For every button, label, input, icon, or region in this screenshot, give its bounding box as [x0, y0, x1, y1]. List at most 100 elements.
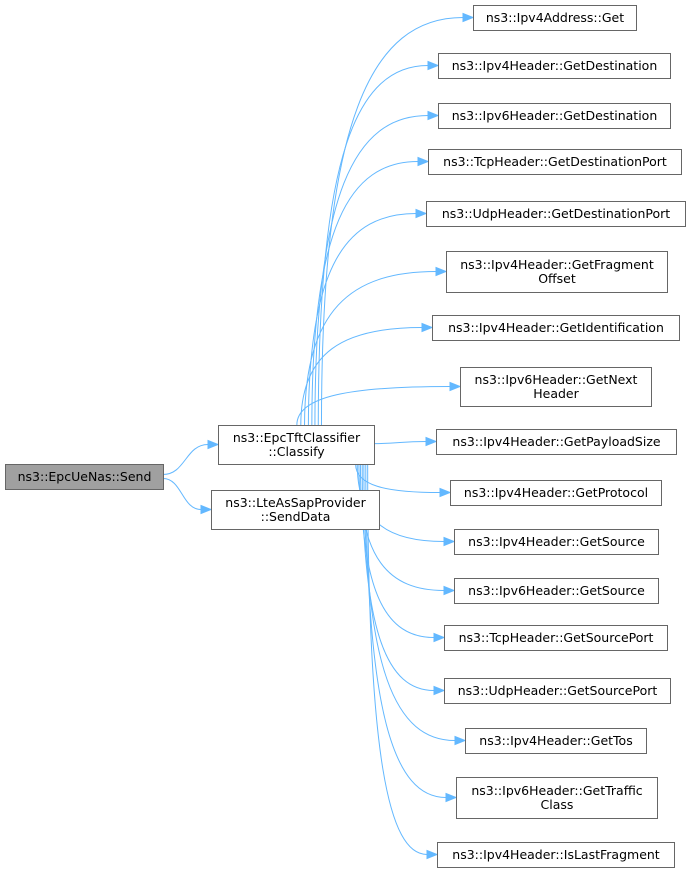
node-n05[interactable]: ns3::UdpHeader::GetDestinationPort: [426, 201, 686, 227]
node-box: [428, 149, 682, 175]
node-label: ns3::Ipv4Header::IsLastFragment: [452, 847, 660, 862]
node-label: ::SendData: [261, 509, 331, 524]
arrowhead-icon: [427, 60, 440, 71]
node-n17[interactable]: ns3::Ipv4Header::IsLastFragment: [437, 842, 675, 868]
node-senddata[interactable]: ns3::LteAsSapProvider::SendData: [211, 490, 380, 530]
node-n13[interactable]: ns3::TcpHeader::GetSourcePort: [444, 625, 668, 651]
edge-classify-to-n16: [365, 463, 447, 798]
node-label: Class: [541, 797, 574, 812]
arrowhead-icon: [443, 585, 456, 596]
arrowhead-icon: [417, 156, 430, 167]
arrowhead-icon: [454, 735, 467, 746]
node-box: [454, 578, 659, 604]
arrowhead-icon: [207, 439, 220, 450]
edges-layer: [162, 12, 475, 860]
edge-classify-to-n06: [304, 271, 437, 426]
node-box: [5, 464, 164, 490]
edge-classify-to-n10: [355, 463, 441, 493]
node-classify[interactable]: ns3::EpcTftClassifier::Classify: [218, 425, 375, 465]
node-label: ns3::UdpHeader::GetSourcePort: [458, 683, 658, 698]
node-box: [454, 529, 659, 555]
node-label: ns3::UdpHeader::GetDestinationPort: [442, 206, 670, 221]
node-label: ns3::Ipv4Header::GetFragment: [460, 257, 654, 272]
edge-send-to-classify: [162, 444, 209, 475]
node-label: Offset: [538, 271, 576, 286]
arrowhead-icon: [449, 381, 462, 392]
node-n04[interactable]: ns3::TcpHeader::GetDestinationPort: [428, 149, 682, 175]
node-box: [438, 103, 671, 129]
node-label: ns3::Ipv4Header::GetTos: [479, 733, 632, 748]
node-label: ns3::Ipv4Header::GetSource: [468, 534, 645, 549]
node-label: ns3::Ipv4Header::GetProtocol: [464, 485, 648, 500]
arrowhead-icon: [445, 792, 458, 803]
node-label: ::Classify: [268, 444, 325, 459]
node-n01[interactable]: ns3::Ipv4Address::Get: [473, 5, 637, 31]
node-label: ns3::EpcUeNas::Send: [18, 469, 152, 484]
node-n14[interactable]: ns3::UdpHeader::GetSourcePort: [444, 678, 671, 704]
node-label: ns3::Ipv4Header::GetIdentification: [448, 320, 664, 335]
node-box: [460, 367, 652, 407]
arrowhead-icon: [426, 849, 439, 860]
arrowhead-icon: [421, 322, 434, 333]
edge-classify-to-n02: [317, 65, 429, 426]
node-box: [437, 842, 675, 868]
node-n12[interactable]: ns3::Ipv6Header::GetSource: [454, 578, 659, 604]
node-box: [450, 480, 662, 506]
edge-classify-to-n09: [373, 441, 427, 445]
node-label: ns3::Ipv6Header::GetSource: [468, 583, 645, 598]
node-label: ns3::EpcTftClassifier: [233, 430, 361, 445]
node-box: [456, 777, 658, 819]
arrowhead-icon: [425, 436, 438, 447]
arrowhead-icon: [427, 110, 440, 121]
arrowhead-icon: [443, 536, 456, 547]
arrowhead-icon: [200, 504, 213, 515]
node-box: [446, 251, 668, 293]
edge-classify-to-n07: [300, 327, 423, 426]
node-box: [218, 425, 375, 465]
node-box: [438, 53, 671, 79]
edge-classify-to-n01: [320, 17, 464, 426]
node-box: [211, 490, 380, 530]
edge-classify-to-n04: [311, 161, 419, 426]
arrowhead-icon: [439, 487, 452, 498]
node-label: ns3::TcpHeader::GetSourcePort: [459, 630, 654, 645]
node-label: ns3::Ipv4Header::GetPayloadSize: [452, 434, 660, 449]
node-label: ns3::Ipv6Header::GetNext: [475, 372, 638, 387]
edge-classify-to-n17: [367, 463, 428, 855]
edge-send-to-senddata: [162, 478, 202, 510]
node-n09[interactable]: ns3::Ipv4Header::GetPayloadSize: [436, 429, 677, 455]
arrowhead-icon: [415, 208, 428, 219]
node-n03[interactable]: ns3::Ipv6Header::GetDestination: [438, 103, 671, 129]
node-label: ns3::Ipv4Address::Get: [486, 10, 624, 25]
node-n15[interactable]: ns3::Ipv4Header::GetTos: [465, 728, 647, 754]
node-n10[interactable]: ns3::Ipv4Header::GetProtocol: [450, 480, 662, 506]
node-box: [426, 201, 686, 227]
arrowhead-icon: [433, 632, 446, 643]
node-n02[interactable]: ns3::Ipv4Header::GetDestination: [438, 53, 671, 79]
edge-classify-to-n08: [296, 386, 451, 426]
node-label: Header: [533, 386, 579, 401]
node-label: ns3::Ipv6Header::GetDestination: [452, 108, 658, 123]
edge-classify-to-n15: [363, 463, 456, 741]
nodes-layer: ns3::EpcUeNas::Send ns3::EpcTftClassifier…: [5, 5, 686, 868]
node-label: ns3::LteAsSapProvider: [225, 495, 366, 510]
edge-classify-to-n05: [307, 213, 417, 426]
node-box: [473, 5, 637, 31]
node-box: [444, 625, 668, 651]
node-label: ns3::Ipv4Header::GetDestination: [452, 58, 658, 73]
node-send: ns3::EpcUeNas::Send: [5, 464, 164, 490]
node-box: [436, 429, 677, 455]
node-label: ns3::Ipv6Header::GetTraffic: [471, 783, 642, 798]
node-n07[interactable]: ns3::Ipv4Header::GetIdentification: [432, 315, 680, 341]
node-label: ns3::TcpHeader::GetDestinationPort: [443, 154, 667, 169]
node-box: [444, 678, 671, 704]
node-box: [465, 728, 647, 754]
arrowhead-icon: [435, 266, 448, 277]
node-n11[interactable]: ns3::Ipv4Header::GetSource: [454, 529, 659, 555]
arrowhead-icon: [433, 685, 446, 696]
node-box: [432, 315, 680, 341]
